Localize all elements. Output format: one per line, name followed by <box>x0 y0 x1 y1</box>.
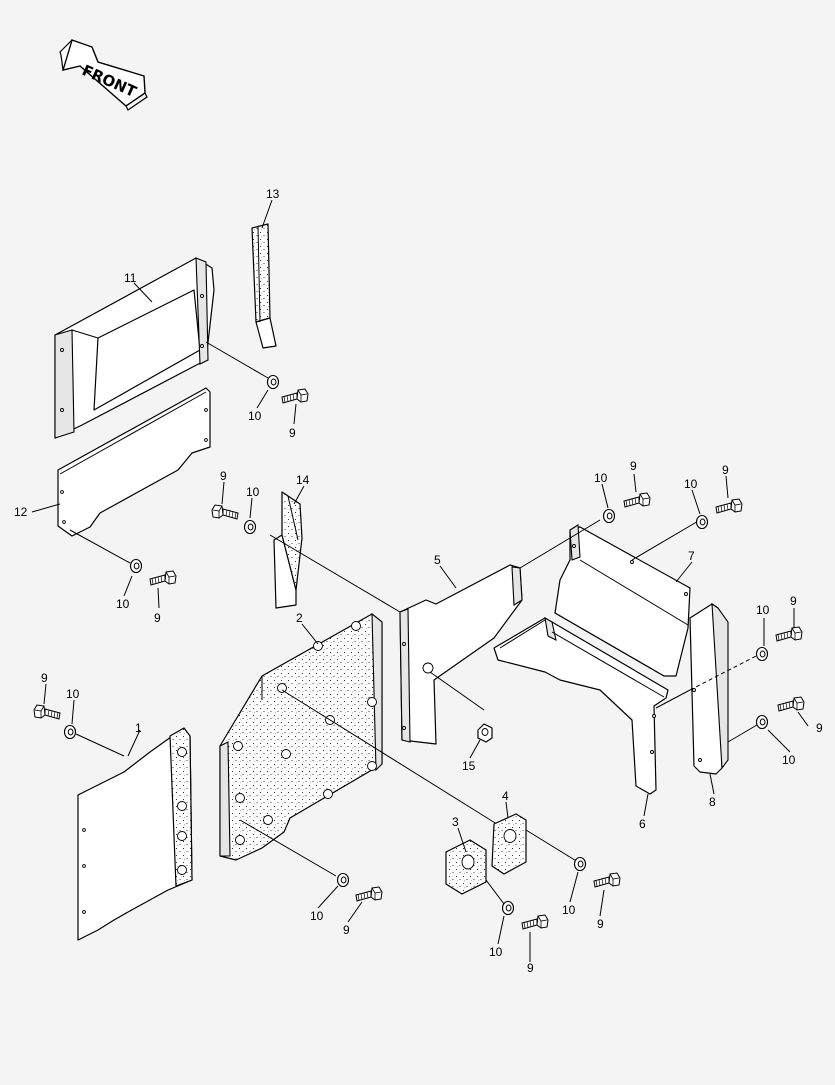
callout-10: 10 <box>248 409 262 423</box>
callout-4: 4 <box>502 789 509 803</box>
part-12-lower-panel <box>57 387 211 564</box>
washer-10-i <box>336 872 350 888</box>
callout-9: 9 <box>597 917 604 931</box>
bolt-9-g <box>775 626 803 642</box>
callout-3: 3 <box>452 815 459 829</box>
washer-10-h <box>755 714 769 730</box>
part-8-side-strip <box>655 602 763 775</box>
callout-10: 10 <box>594 471 608 485</box>
callout-14: 14 <box>296 473 310 487</box>
callout-9: 9 <box>154 611 161 625</box>
bolt-9-j <box>521 914 549 930</box>
callout-10: 10 <box>756 603 770 617</box>
bolt-9-d <box>623 492 651 508</box>
bolt-9-b <box>149 570 177 586</box>
callout-8: 8 <box>709 795 716 809</box>
bolt-9-e <box>715 498 743 514</box>
callout-13: 13 <box>266 187 280 201</box>
bolt-9-c <box>211 504 239 520</box>
washer-10-e <box>695 514 709 530</box>
part-1-side-panel <box>75 727 193 941</box>
callout-9: 9 <box>220 469 227 483</box>
callout-5: 5 <box>434 553 441 567</box>
callout-1: 1 <box>135 721 142 735</box>
callout-2: 2 <box>296 611 303 625</box>
callout-9: 9 <box>630 459 637 473</box>
washer-10-g <box>755 646 769 662</box>
callout-9: 9 <box>722 463 729 477</box>
bolt-9-h <box>777 696 805 712</box>
callout-11: 11 <box>124 271 137 285</box>
part-5-side-cover <box>269 534 523 745</box>
callout-12: 12 <box>14 505 28 519</box>
callout-9: 9 <box>41 671 48 685</box>
part-13-seal-strip <box>251 223 277 349</box>
callout-15: 15 <box>462 759 476 773</box>
washer-10-f <box>63 724 77 740</box>
part-7-top-cover <box>519 519 701 677</box>
part-14-small-bracket <box>273 491 303 609</box>
callout-9: 9 <box>816 721 823 735</box>
part-2-insulation-panel <box>219 612 501 877</box>
callout-6: 6 <box>639 817 646 831</box>
callout-10: 10 <box>66 687 80 701</box>
part-3-block <box>445 839 505 905</box>
callout-9: 9 <box>343 923 350 937</box>
callout-9: 9 <box>527 961 534 975</box>
bolt-9-a <box>281 388 309 404</box>
bolt-9-i <box>355 886 383 902</box>
callout-9: 9 <box>790 594 797 608</box>
washer-10-k <box>573 856 587 872</box>
callout-10: 10 <box>310 909 324 923</box>
callout-7: 7 <box>688 549 695 563</box>
bolt-9-k <box>593 872 621 888</box>
callout-9: 9 <box>289 426 296 440</box>
callout-10: 10 <box>684 477 698 491</box>
washer-10-b <box>129 558 143 574</box>
callout-10: 10 <box>116 597 130 611</box>
callout-labels: 13 11 10 9 12 9 10 14 10 9 10 9 10 9 5 7… <box>14 187 823 975</box>
part-11-frame-bracket <box>54 257 269 439</box>
callout-leaders <box>31 199 809 962</box>
part-15-nut <box>477 723 493 743</box>
front-direction-arrow: FRONT <box>59 39 148 111</box>
washer-10-d <box>602 508 616 524</box>
callout-10: 10 <box>782 753 796 767</box>
washer-10-a <box>266 374 280 390</box>
callout-10: 10 <box>246 485 260 499</box>
part-4-block <box>491 813 579 875</box>
callout-10: 10 <box>562 903 576 917</box>
washer-10-c <box>243 519 257 535</box>
part-6-lower-cover <box>493 616 669 795</box>
washer-10-j <box>501 900 515 916</box>
callout-10: 10 <box>489 945 503 959</box>
bolt-9-f <box>33 704 61 720</box>
